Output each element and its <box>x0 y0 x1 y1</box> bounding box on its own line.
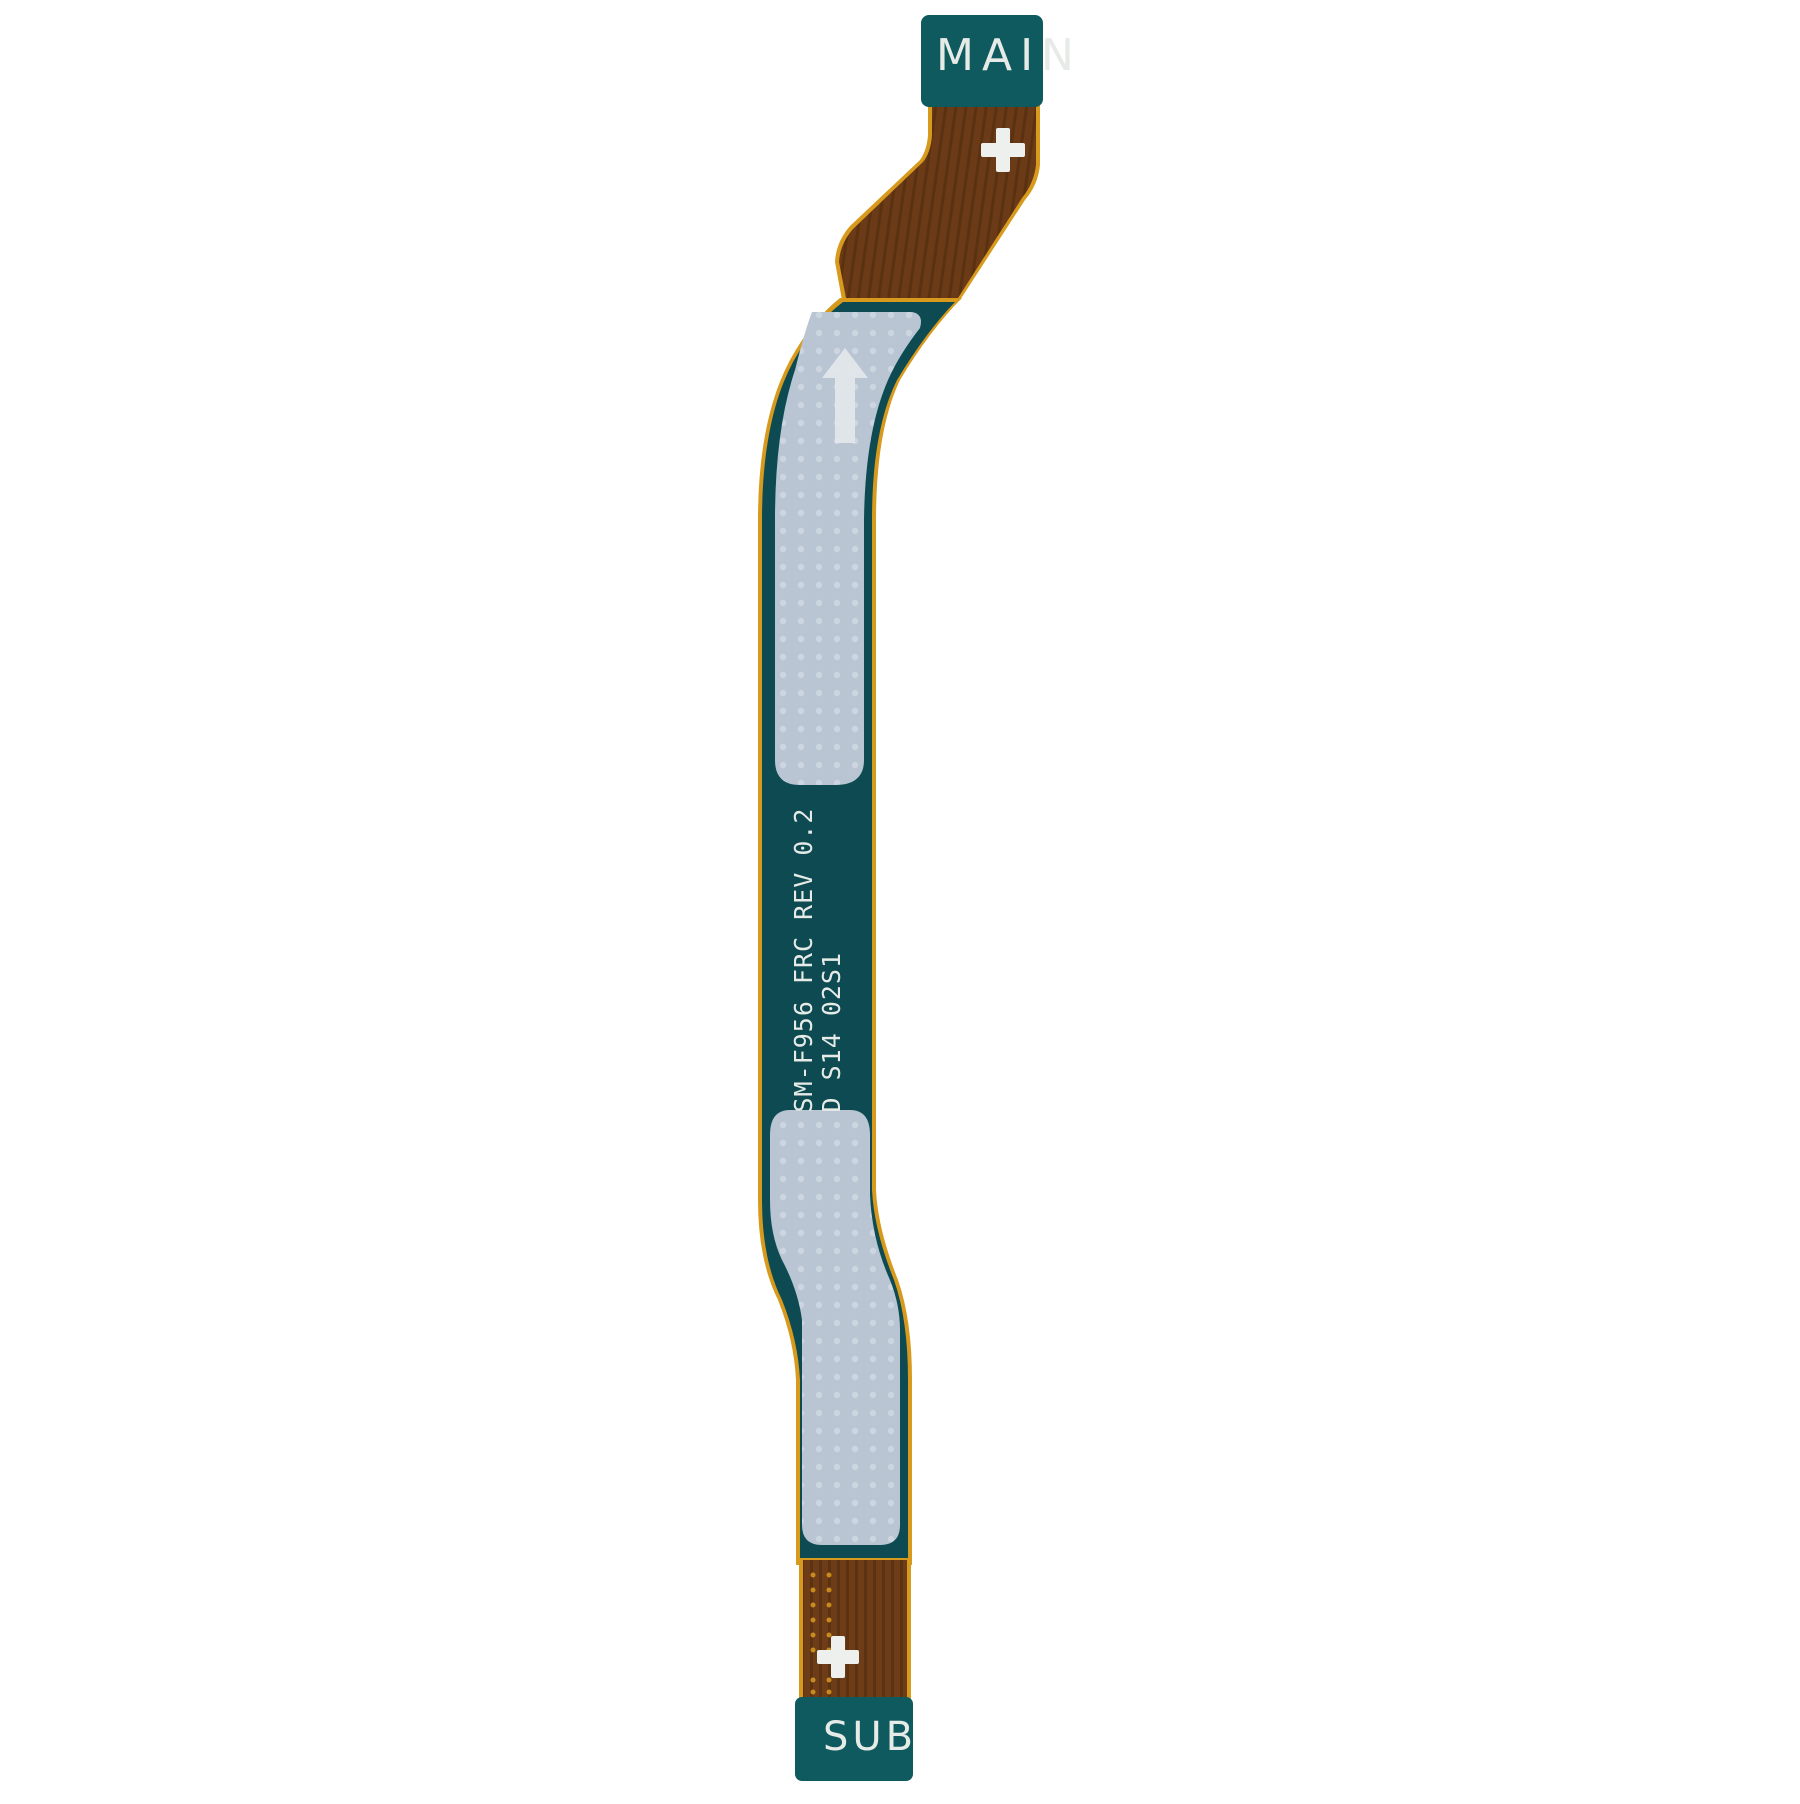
plus-marker-icon <box>817 1636 859 1678</box>
sub-connector-label: SUB <box>823 1714 918 1760</box>
pcb-marking-line2: D S14 02S1 <box>817 951 846 1113</box>
direction-arrow-icon <box>822 348 868 443</box>
lower-shield-sticker <box>770 1110 900 1545</box>
pcb-marking-line1: SM-F956 FRC REV 0.2 <box>789 807 818 1113</box>
sub-connector <box>795 1697 913 1781</box>
plus-marker-icon <box>981 128 1025 172</box>
pcb-silkscreen-marking: SM-F956 FRC REV 0.2 D S14 02S1 <box>789 807 846 1113</box>
main-connector <box>921 15 1043 107</box>
upper-shield-sticker <box>775 312 921 785</box>
main-connector-label: MAIN <box>936 30 1082 81</box>
bottom-flex-segment <box>799 1558 911 1700</box>
